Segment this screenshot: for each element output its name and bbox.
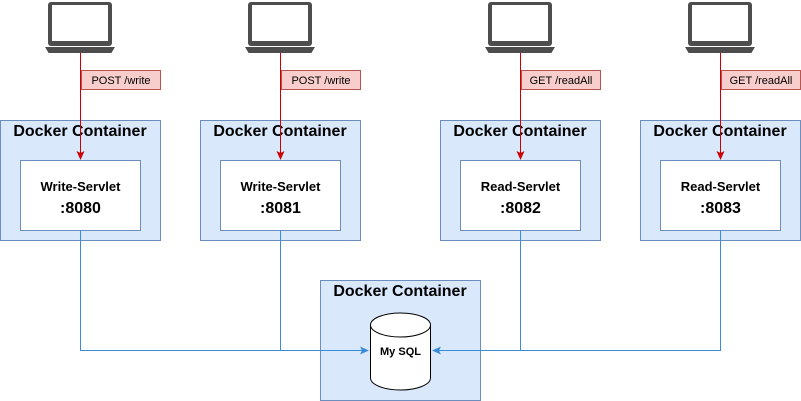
request-label: POST /write	[291, 75, 350, 87]
database-cylinder-icon[interactable]	[370, 312, 431, 391]
servlet-name: Read-Servlet	[681, 179, 761, 194]
servlet-box[interactable]	[660, 160, 781, 231]
servlet-port: :8082	[500, 200, 541, 217]
laptop-icon[interactable]	[485, 2, 555, 53]
request-label-box	[521, 70, 601, 90]
client-3[interactable]: GET /readAll	[485, 2, 601, 160]
servlet-box[interactable]	[460, 160, 581, 231]
laptop-icon[interactable]	[245, 2, 315, 53]
client-4[interactable]: GET /readAll	[685, 2, 801, 160]
servlet-port: :8081	[260, 200, 301, 217]
container-title: Docker Container	[333, 283, 466, 300]
servlet-name: Write-Servlet	[41, 179, 122, 194]
servlet-name: Write-Servlet	[241, 179, 322, 194]
request-label-box	[81, 70, 161, 90]
client-2[interactable]: POST /write	[245, 2, 361, 160]
servlet-port: :8080	[60, 200, 101, 217]
servlet-box[interactable]	[220, 160, 341, 231]
servlet-name: Read-Servlet	[481, 179, 561, 194]
database-label: My SQL	[380, 346, 421, 358]
db-connections	[80, 230, 721, 355]
request-label: POST /write	[91, 75, 150, 87]
laptop-icon[interactable]	[685, 2, 755, 53]
docker-container-mysql[interactable]: Docker Container My SQL	[320, 280, 481, 401]
client-1[interactable]: POST /write	[45, 2, 161, 160]
request-label: GET /readAll	[530, 75, 593, 87]
request-label: GET /readAll	[730, 75, 793, 87]
db-link-8083	[432, 230, 721, 355]
request-label-box	[281, 70, 361, 90]
laptop-icon[interactable]	[45, 2, 115, 53]
db-link-8080	[80, 230, 369, 355]
servlet-port: :8083	[700, 200, 741, 217]
servlet-box[interactable]	[20, 160, 141, 231]
